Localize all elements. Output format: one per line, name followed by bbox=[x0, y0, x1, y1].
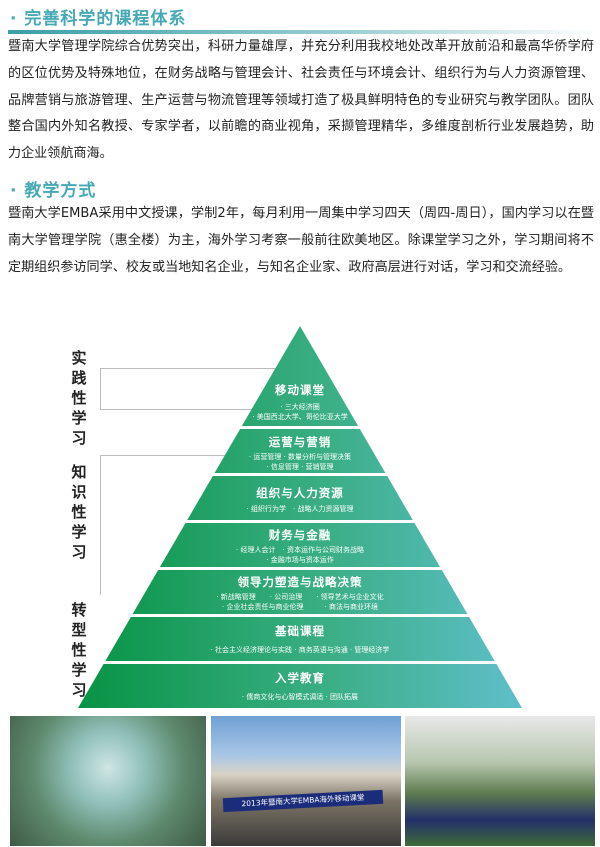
label-transformative-learning: 转型性学习 bbox=[71, 601, 87, 699]
level-item: · 儒商文化与心智模式调适 · 团队拓展 bbox=[241, 693, 359, 701]
teaching-paragraph: 暨南大学EMBA采用中文授课，学制2年，每月利用一周集中学习四天（周四-周日），… bbox=[8, 206, 594, 275]
banner-text: 2013年暨南大学EMBA海外移动课堂 bbox=[222, 789, 384, 813]
pyramid-level-organization-hr: 组织与人力资源 · 组织行为学 · 战略人力资源管理 bbox=[78, 476, 522, 520]
label-practical-learning: 实践性学习 bbox=[71, 349, 87, 447]
level-title: 财务与金融 bbox=[268, 528, 332, 542]
pyramid-level-foundation: 基础课程 · 社会主义经济理论与实践 · 商务英语与沟通 · 管理经济学 bbox=[78, 617, 522, 661]
curriculum-pyramid: 移动课堂 · 三大经济圈 · 美国西北大学、哥伦比亚大学 运营与营销 · 运营管… bbox=[78, 326, 522, 708]
level-item: · 运营管理 · 数量分析与管理决策 bbox=[248, 453, 352, 461]
level-title: 领导力塑造与战略决策 bbox=[237, 575, 363, 589]
level-item: · 组织行为学 · 战略人力资源管理 bbox=[246, 505, 354, 513]
bracket-line bbox=[100, 368, 101, 410]
level-item: · 三大经济圈 bbox=[280, 403, 320, 411]
level-item: · 社会主义经济理论与实践 · 商务英语与沟通 · 管理经济学 bbox=[210, 646, 390, 654]
curriculum-paragraph: 暨南大学管理学院综合优势突出，科研力量雄厚，并充分利用我校地处改革开放前沿和最高… bbox=[8, 39, 594, 162]
level-item: · 美国西北大学、哥伦比亚大学 bbox=[252, 413, 348, 421]
pyramid-level-finance: 财务与金融 · 经理人会计 · 资本运作与公司财务战略 · 金融市场与资本运作 bbox=[78, 523, 522, 567]
pyramid-level-orientation: 入学教育 · 儒商文化与心智模式调适 · 团队拓展 bbox=[78, 664, 522, 708]
level-item: · 金融市场与资本运作 bbox=[266, 556, 334, 564]
section-title-teaching: · 教学方式 bbox=[10, 181, 97, 201]
bracket-line bbox=[100, 455, 101, 595]
bracket-line bbox=[100, 409, 260, 410]
bracket-line bbox=[100, 368, 280, 369]
level-title: 入学教育 bbox=[275, 671, 325, 685]
level-title: 移动课堂 bbox=[275, 383, 325, 397]
photo-graduation bbox=[405, 716, 595, 846]
title-underline bbox=[8, 30, 598, 34]
level-title: 基础课程 bbox=[275, 624, 325, 638]
level-item: · 经理人会计 · 资本运作与公司财务战略 bbox=[236, 546, 364, 554]
level-item: · 信息管理 · 营销管理 bbox=[266, 463, 334, 471]
level-title: 运营与营销 bbox=[268, 435, 332, 449]
pyramid-level-leadership: 领导力塑造与战略决策 · 新战略管理 · 公司治理 · 领导艺术与企业文化 · … bbox=[78, 570, 522, 614]
level-item: · 新战略管理 · 公司治理 · 领导艺术与企业文化 bbox=[216, 593, 384, 601]
label-knowledge-learning: 知识性学习 bbox=[71, 463, 87, 561]
pyramid-level-mobile-classroom: 移动课堂 · 三大经济圈 · 美国西北大学、哥伦比亚大学 bbox=[78, 326, 522, 426]
photo-overseas-classroom: 2013年暨南大学EMBA海外移动课堂 bbox=[211, 716, 401, 846]
level-item: · 企业社会责任与商业伦理 · 商法与商业环境 bbox=[222, 603, 378, 611]
bracket-line bbox=[100, 455, 240, 456]
level-title: 组织与人力资源 bbox=[256, 486, 344, 500]
photo-group-huddle bbox=[10, 716, 206, 846]
pyramid-level-operations-marketing: 运营与营销 · 运营管理 · 数量分析与管理决策 · 信息管理 · 营销管理 bbox=[78, 429, 522, 473]
section-title-curriculum: · 完善科学的课程体系 bbox=[10, 9, 187, 29]
